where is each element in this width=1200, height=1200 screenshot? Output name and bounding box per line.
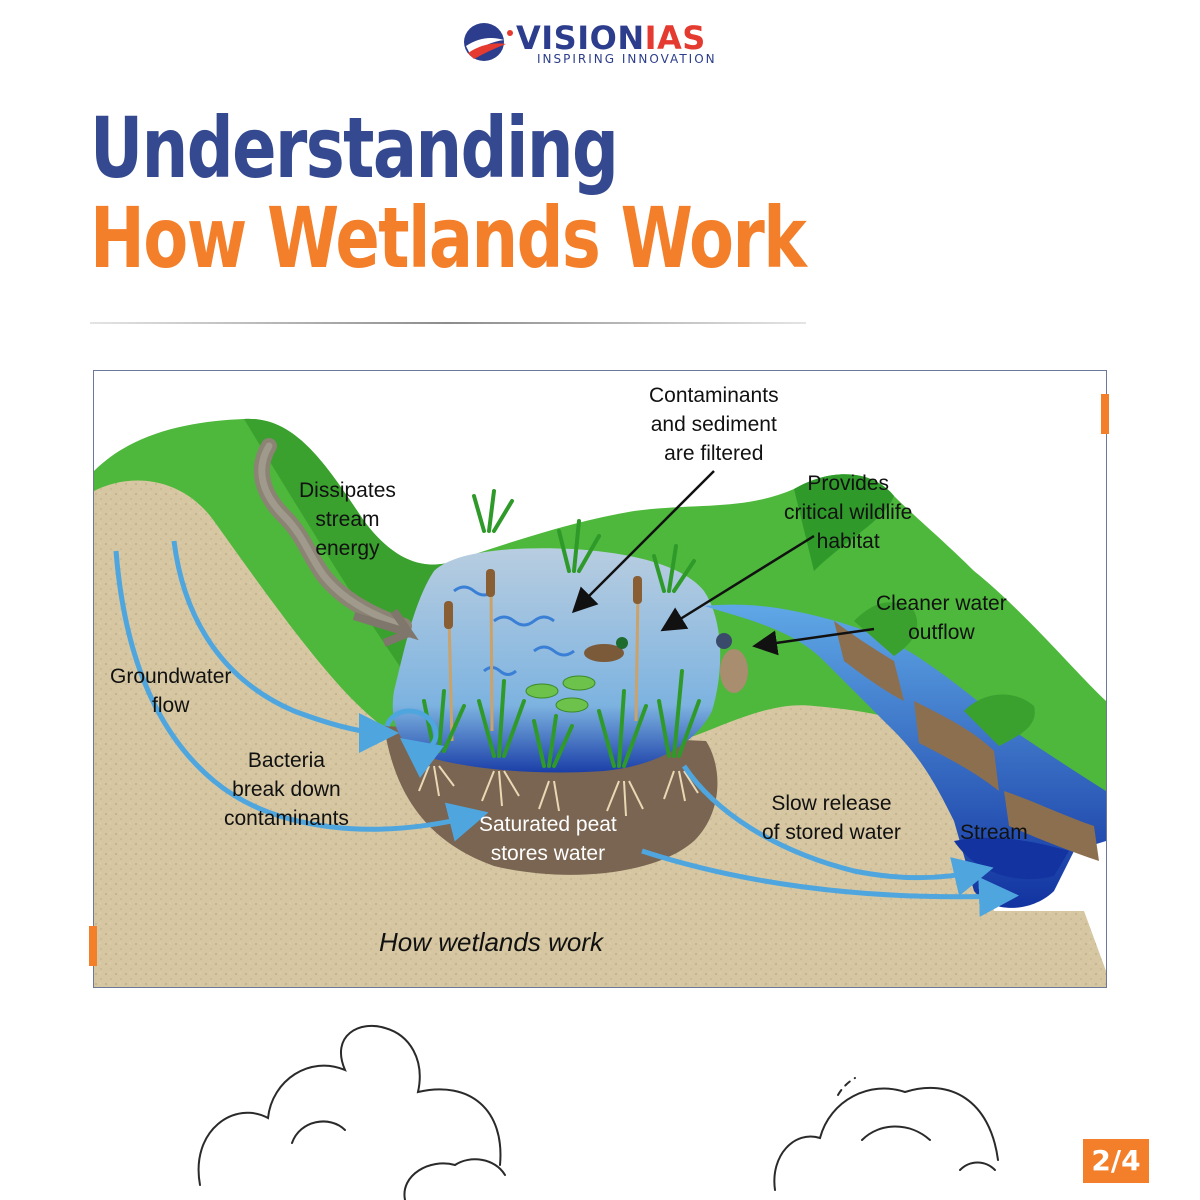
- accent-bar-left: [89, 926, 97, 966]
- logo-tagline: INSPIRING INNOVATION: [537, 52, 717, 66]
- visionias-logo: VISIONIAS INSPIRING INNOVATION: [462, 18, 742, 68]
- label-bacteria: Bacteria break down contaminants: [224, 749, 349, 830]
- page-title-line-1: Understanding: [90, 99, 619, 197]
- cloud-outline-decoration: [197, 1024, 999, 1200]
- label-wildlife-habitat: Provides critical wildlife habitat: [784, 472, 913, 553]
- label-stream: Stream: [960, 821, 1028, 844]
- label-saturated-peat: Saturated peat stores water: [479, 813, 617, 865]
- title-divider: [90, 322, 806, 324]
- diagram-caption: How wetlands work: [379, 927, 603, 957]
- page-title-line-2: How Wetlands Work: [90, 189, 807, 287]
- wetland-illustration: [94, 418, 1106, 987]
- label-contaminants-filtered: Contaminants and sediment are filtered: [649, 384, 779, 465]
- label-dissipates-energy: Dissipates stream energy: [299, 479, 396, 560]
- page-indicator: 2/4: [1083, 1139, 1149, 1183]
- label-slow-release: Slow release of stored water: [762, 792, 901, 844]
- logo-brand-accent: IAS: [644, 19, 706, 57]
- wetland-diagram: Contaminants and sediment are filtered P…: [93, 370, 1107, 988]
- globe-logo-icon: [464, 23, 513, 61]
- accent-bar-right: [1101, 394, 1109, 434]
- logo-wordmark: VISIONIAS: [516, 20, 706, 56]
- label-groundwater-flow: Groundwater flow: [110, 665, 232, 717]
- label-cleaner-outflow: Cleaner water outflow: [876, 592, 1007, 644]
- logo-brand-main: VISION: [516, 19, 645, 57]
